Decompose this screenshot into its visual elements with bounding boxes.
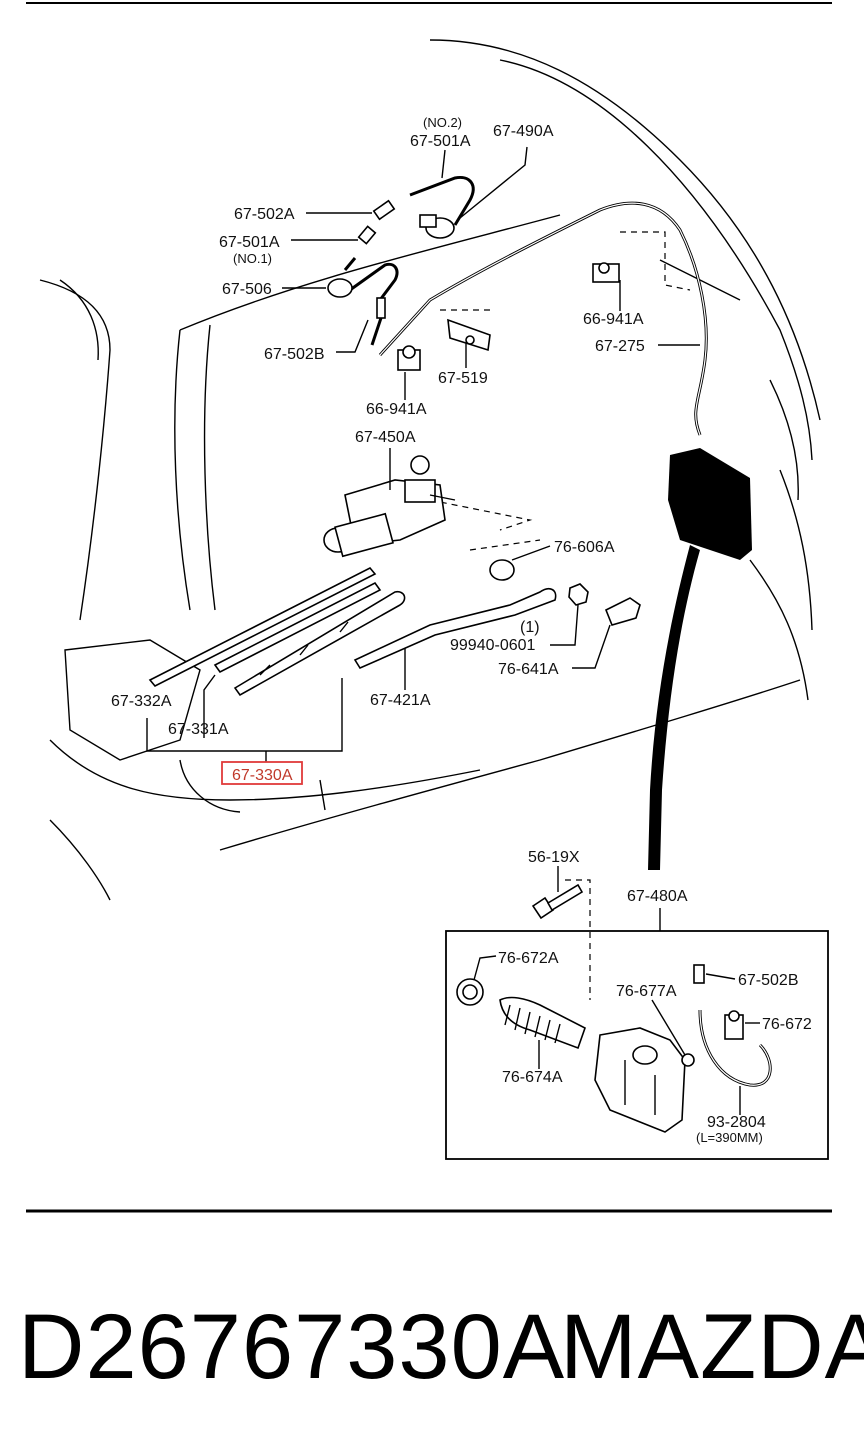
blade-bracket	[146, 678, 343, 752]
bolt-56-19X	[531, 883, 584, 920]
vehicle-body-outline	[39, 39, 821, 901]
label-1: (1)	[520, 619, 540, 636]
label-67-502B-box: 67-502B	[738, 972, 799, 989]
dashed-leader-motor	[429, 499, 533, 531]
label-93-2804: 93-2804	[707, 1114, 766, 1131]
washer-tube-inner	[379, 202, 707, 436]
leader-lines	[282, 146, 760, 1115]
cap-76-641A	[604, 597, 641, 626]
pump-76-672	[724, 1010, 744, 1040]
label-76-672A: 76-672A	[498, 950, 559, 967]
label-no1: (NO.1)	[233, 251, 272, 266]
filler-pipe-76-674A	[499, 996, 586, 1050]
hose-no2	[409, 175, 475, 226]
check-valve-67-506	[327, 278, 353, 298]
footer-part-number: D26767330A	[18, 1296, 566, 1398]
label-67-502A: 67-502A	[234, 206, 295, 223]
label-76-677A: 76-677A	[616, 983, 677, 1000]
label-66-941A: 66-941A	[366, 401, 427, 418]
label-67-330A[interactable]: 67-330A	[232, 767, 293, 784]
label-67-490A: 67-490A	[493, 123, 554, 140]
joint-67-502B	[370, 297, 386, 346]
label-67-331A: 67-331A	[168, 721, 229, 738]
label-76-672: 76-672	[762, 1016, 812, 1033]
nut-99940-0601	[568, 583, 589, 606]
label-76-641A: 76-641A	[498, 661, 559, 678]
label-67-332A: 67-332A	[111, 693, 172, 710]
label-66-941A-right: 66-941A	[583, 311, 644, 328]
label-length-note: (L=390MM)	[696, 1130, 763, 1145]
label-67-501A-top: 67-501A	[410, 133, 471, 150]
dashed-leader-grommet	[469, 539, 541, 551]
highlight-box-67-330A	[221, 761, 303, 785]
label-67-421A: 67-421A	[370, 692, 431, 709]
label-67-519: 67-519	[438, 370, 488, 387]
cap-76-672A	[456, 978, 484, 1006]
washer-tube	[378, 201, 708, 436]
dashed-leader-bolt	[565, 879, 591, 1000]
hose-67-501A	[357, 225, 377, 245]
label-56-19X: 56-19X	[528, 849, 580, 866]
wiper-motor-67-450A	[323, 455, 456, 558]
label-67-502B: 67-502B	[264, 346, 325, 363]
joint-67-502B-box	[693, 964, 705, 984]
dashed-leader-tube	[620, 231, 691, 291]
clip-67-519	[447, 318, 491, 352]
washer-reservoir-detail-box	[445, 930, 829, 1160]
footer-brand: MAZDA	[560, 1296, 864, 1398]
joint-67-502A	[372, 199, 396, 221]
clip-66-941A-right	[592, 262, 620, 283]
label-99940-0601: 99940-0601	[450, 637, 536, 654]
label-67-275: 67-275	[595, 338, 645, 355]
label-67-480A: 67-480A	[627, 888, 688, 905]
label-no2: (NO.2)	[423, 115, 462, 130]
reservoir-pointer	[648, 448, 752, 870]
clip-66-941A	[397, 345, 421, 371]
blade-bracket-mid	[203, 674, 216, 738]
nozzle-67-490A	[419, 214, 455, 239]
wiper-arm-67-421A	[353, 588, 557, 670]
footer: D26767330A MAZDA	[0, 1292, 864, 1412]
grommet-76-606A	[489, 559, 515, 581]
label-67-506: 67-506	[222, 281, 272, 298]
label-67-501A: 67-501A	[219, 234, 280, 251]
hose-93-2804-inner	[699, 1009, 771, 1086]
label-67-450A: 67-450A	[355, 429, 416, 446]
label-76-674A: 76-674A	[502, 1069, 563, 1086]
hose-no1	[343, 257, 399, 301]
reservoir-tank	[594, 1027, 695, 1133]
wiper-blade-assembly	[148, 566, 406, 697]
label-76-606A: 76-606A	[554, 539, 615, 556]
